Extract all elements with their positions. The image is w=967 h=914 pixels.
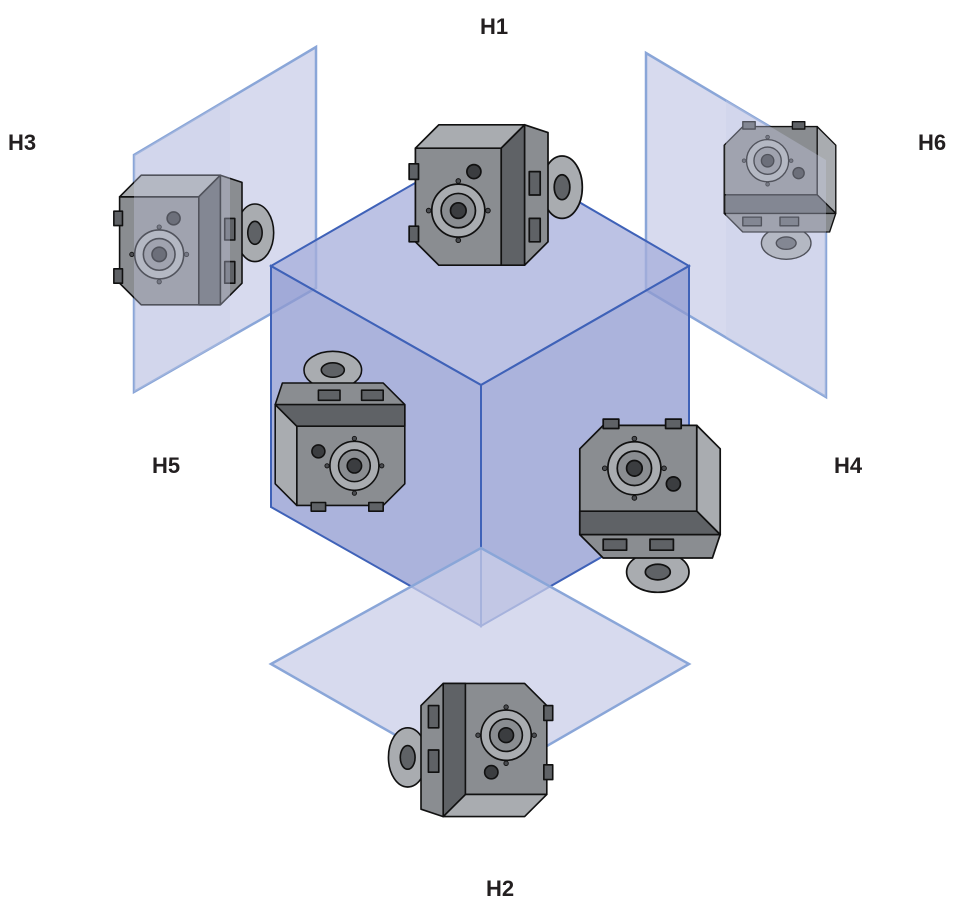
label-h3: H3 (8, 130, 37, 155)
right-plane-overlay (726, 100, 826, 397)
gearbox-h4-icon (578, 418, 722, 594)
label-h4: H4 (834, 453, 863, 478)
label-h5: H5 (152, 453, 181, 478)
label-h6: H6 (918, 130, 947, 155)
left-plane-overlay (134, 98, 230, 392)
label-h2: H2 (486, 876, 515, 901)
label-h1: H1 (480, 14, 509, 39)
